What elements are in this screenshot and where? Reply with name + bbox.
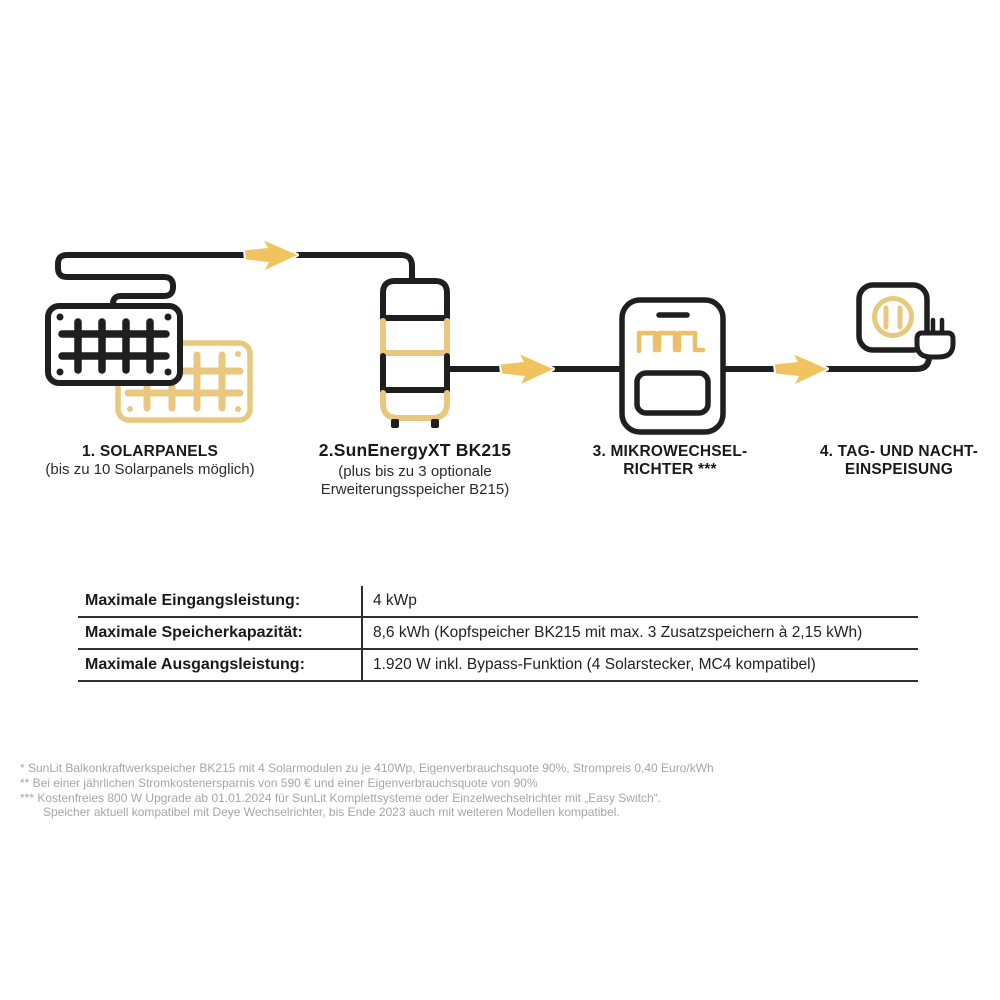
step-title-line2: RICHTER ***: [623, 461, 717, 478]
plug-icon: [914, 317, 956, 360]
footnotes: * SunLit Balkonkraftwerkspeicher BK215 m…: [20, 761, 950, 820]
micro-inverter-icon: [619, 297, 726, 435]
step-subtitle: (bis zu 10 Solarpanels möglich): [45, 461, 255, 478]
table-row: Maximale Ausgangsleistung: 1.920 W inkl.…: [78, 650, 918, 682]
square-wave-icon: [636, 330, 706, 354]
solar-panels-icon: [45, 303, 253, 423]
spec-table: Maximale Eingangsleistung: 4 kWp Maximal…: [78, 586, 918, 682]
battery-storage-icon: [380, 278, 450, 428]
step-title: 2.SunEnergyXT BK215: [318, 440, 512, 460]
step-label-sunenergyxt: 2.SunEnergyXT BK215 (plus bis zu 3 optio…: [319, 440, 511, 499]
step-subtitle-line2: Erweiterungsspeicher B215): [320, 481, 510, 498]
step-label-solarpanels: 1. SOLARPANELS (bis zu 10 Solarpanels mö…: [45, 443, 254, 479]
footnote-3-continued: Speicher aktuell kompatibel mit Deye Wec…: [43, 805, 620, 820]
step-title-line2: EINSPEISUNG: [844, 461, 954, 478]
spec-value: 8,6 kWh (Kopfspeicher BK215 mit max. 3 Z…: [373, 624, 863, 641]
footnote-1: * SunLit Balkonkraftwerkspeicher BK215 m…: [20, 761, 714, 775]
step-label-mikrowechselrichter: 3. MIKROWECHSEL- RICHTER ***: [593, 443, 748, 479]
step-title: 3. MIKROWECHSEL-: [592, 443, 748, 460]
flow-arrow-1: [243, 238, 299, 272]
spec-label: Maximale Ausgangsleistung:: [85, 656, 305, 673]
step-subtitle: (plus bis zu 3 optionale: [338, 463, 492, 480]
flow-arrow-3: [773, 352, 829, 386]
footnote-3: *** Kostenfreies 800 W Upgrade ab 01.01.…: [20, 790, 661, 805]
table-row: Maximale Eingangsleistung: 4 kWp: [78, 586, 918, 618]
footnote-2: ** Bei einer jährlichen Stromkostenerspa…: [20, 775, 538, 790]
step-label-einspeisung: 4. TAG- UND NACHT- EINSPEISUNG: [820, 443, 978, 479]
wire-panel-to-battery: [55, 252, 415, 314]
spec-label: Maximale Speicherkapazität:: [85, 624, 303, 641]
outlet-plug-icon: [856, 282, 956, 360]
step-title: 1. SOLARPANELS: [81, 443, 218, 460]
spec-label: Maximale Eingangsleistung:: [85, 592, 301, 609]
spec-value: 4 kWp: [373, 592, 417, 609]
table-column-divider: [361, 586, 363, 682]
step-title: 4. TAG- UND NACHT-: [819, 443, 979, 460]
table-row: Maximale Speicherkapazität: 8,6 kWh (Kop…: [78, 618, 918, 650]
flow-arrow-2: [499, 352, 555, 386]
spec-value: 1.920 W inkl. Bypass-Funktion (4 Solarst…: [373, 656, 816, 673]
